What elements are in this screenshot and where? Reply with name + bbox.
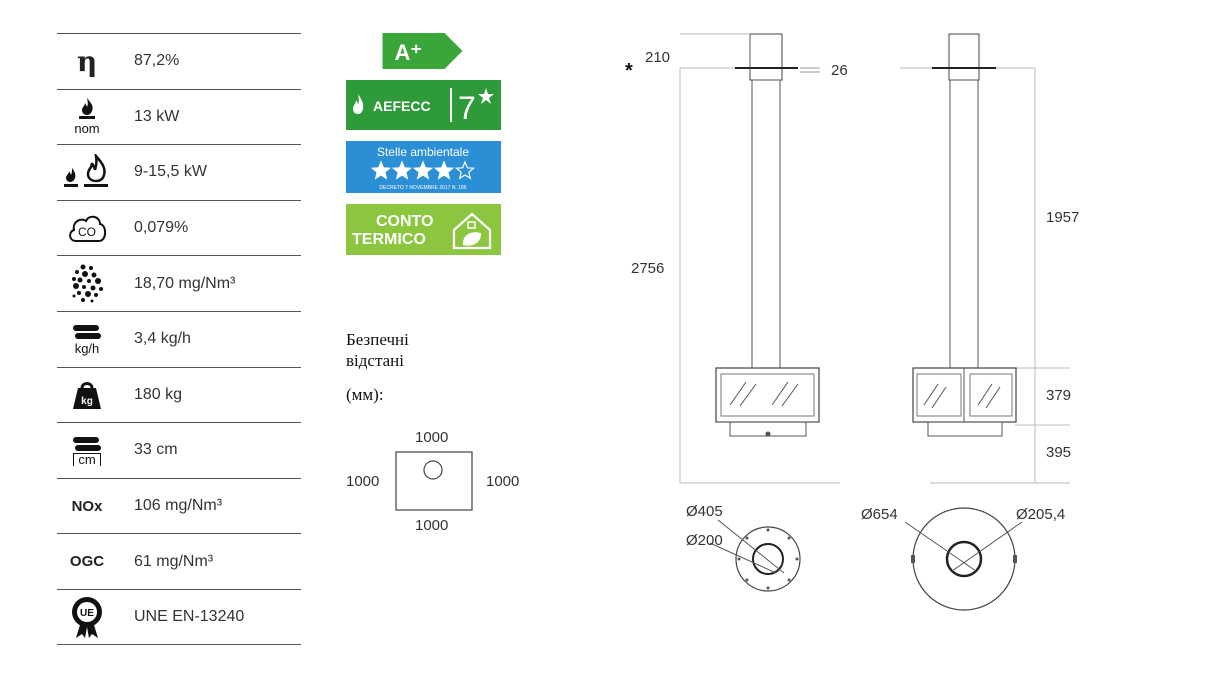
stelle-ambientale-badge: Stelle ambientale DECRETO 7 NOVEMBRE 201… — [346, 141, 501, 193]
flames-icon — [64, 154, 108, 188]
star-icon — [433, 160, 455, 180]
spec-row-standard: UE UNE EN-13240 — [57, 588, 301, 645]
dim-1957: 1957 — [1046, 209, 1080, 226]
stelle-title: Stelle ambientale — [377, 145, 469, 159]
dim-26: 26 — [831, 62, 848, 79]
nominal-sublabel: nom — [74, 121, 100, 137]
aefecc-rating: 7 — [458, 90, 476, 126]
ogc-symbol: OGC — [69, 553, 105, 571]
safety-right: 1000 — [486, 473, 520, 490]
safety-top: 1000 — [415, 429, 449, 446]
ue-symbol: UE — [80, 608, 94, 619]
seal-icon: UE — [72, 596, 102, 638]
cm-sublabel: cm — [73, 452, 101, 466]
conto-line2: TERMICO — [352, 231, 426, 248]
spec-value: 106 mg/Nm³ — [134, 497, 223, 515]
spec-row-wood-consumption: kg/h 3,4 kg/h — [57, 310, 301, 367]
star-icon — [370, 160, 392, 180]
spec-value: 87,2% — [134, 52, 180, 70]
nox-label-icon: NOx — [57, 479, 117, 534]
dim-395: 395 — [1046, 444, 1072, 461]
spec-row-particles: 18,70 mg/Nm³ — [57, 255, 301, 311]
dim-dia-200: Ø200 — [686, 532, 723, 549]
stove-footprint-icon — [423, 460, 443, 480]
kg-symbol: kg — [81, 396, 93, 407]
dim-379: 379 — [1046, 387, 1072, 404]
aefecc-name: AEFECC — [373, 98, 431, 114]
ue-seal-icon: UE — [57, 590, 117, 644]
star-icon — [454, 160, 476, 180]
aefecc-flame-icon — [353, 94, 364, 114]
stelle-stars — [370, 160, 476, 180]
spec-value: 13 kW — [134, 107, 180, 125]
spec-value: 3,4 kg/h — [134, 330, 191, 348]
cloud-icon: CO — [69, 215, 107, 243]
dim-dia-405: Ø405 — [686, 503, 723, 520]
safety-diagram — [395, 451, 473, 511]
nox-symbol: NOx — [71, 497, 103, 515]
nominal-power-flame-icon: nom — [57, 90, 117, 145]
dim-dia-2054: Ø205,4 — [1016, 506, 1066, 523]
spec-value: 180 kg — [134, 385, 183, 403]
note-asterisk: * — [625, 60, 633, 82]
kettlebell-icon: kg — [73, 381, 101, 409]
technical-drawing — [679, 33, 1070, 611]
spec-row-log-length: cm 33 cm — [57, 422, 301, 478]
co-symbol: CO — [78, 225, 96, 239]
log-icon — [73, 436, 101, 451]
spec-row-power-range: 9-15,5 kW — [57, 144, 301, 200]
ogc-label-icon: OGC — [57, 534, 117, 589]
safety-bottom: 1000 — [415, 517, 449, 534]
log-length-icon: cm — [57, 423, 117, 478]
stelle-decree: DECRETO 7 NOVEMBRE 2017 N. 186 — [379, 185, 466, 191]
flame-icon — [79, 98, 95, 120]
kgh-sublabel: kg/h — [74, 340, 100, 356]
logs-icon — [73, 324, 101, 339]
aefecc-badge: AEFECC 7 — [346, 80, 501, 130]
eco-house-icon — [452, 212, 492, 250]
power-range-flames-icon — [57, 145, 117, 200]
spec-table: η 87,2% nom 13 kW 9-15,5 kW — [57, 33, 301, 645]
spec-row-efficiency: η 87,2% — [57, 33, 301, 89]
safety-title-line2: відстані — [346, 351, 404, 370]
wood-consumption-icon: kg/h — [57, 312, 117, 367]
efficiency-eta-icon: η — [57, 34, 117, 89]
spec-value: 18,70 mg/Nm³ — [134, 274, 236, 292]
eta-symbol: η — [76, 44, 98, 78]
safety-title-line1: Безпечні — [346, 330, 409, 349]
spec-row-ogc: OGC 61 mg/Nm³ — [57, 533, 301, 589]
spec-value: UNE EN-13240 — [134, 607, 245, 625]
spec-row-nominal-power: nom 13 kW — [57, 88, 301, 145]
conto-termico-badge: CONTO TERMICO — [346, 204, 501, 255]
dim-dia-654: Ø654 — [861, 506, 898, 523]
conto-line1: CONTO — [376, 213, 433, 230]
aefecc-star-icon — [478, 88, 494, 104]
spec-row-weight: kg 180 kg — [57, 366, 301, 423]
spec-value: 61 mg/Nm³ — [134, 552, 214, 570]
particles-dots-icon — [57, 256, 117, 311]
dim-2756: 2756 — [631, 260, 665, 277]
dots-icon — [72, 264, 103, 303]
safety-left: 1000 — [346, 473, 380, 490]
spec-value: 0,079% — [134, 219, 189, 237]
spec-value: 9-15,5 kW — [134, 163, 207, 181]
dim-210: 210 — [645, 49, 671, 66]
spec-row-co: CO 0,079% — [57, 199, 301, 256]
spec-row-nox: NOx 106 mg/Nm³ — [57, 477, 301, 534]
co-cloud-icon: CO — [57, 201, 117, 256]
weight-icon: kg — [57, 368, 117, 423]
energy-class-badge: A⁺ — [382, 33, 463, 69]
energy-class-label: A⁺ — [395, 40, 423, 65]
star-icon — [412, 160, 434, 180]
star-icon — [391, 160, 413, 180]
spec-value: 33 cm — [134, 441, 178, 459]
safety-title-line3: (мм): — [346, 385, 384, 404]
